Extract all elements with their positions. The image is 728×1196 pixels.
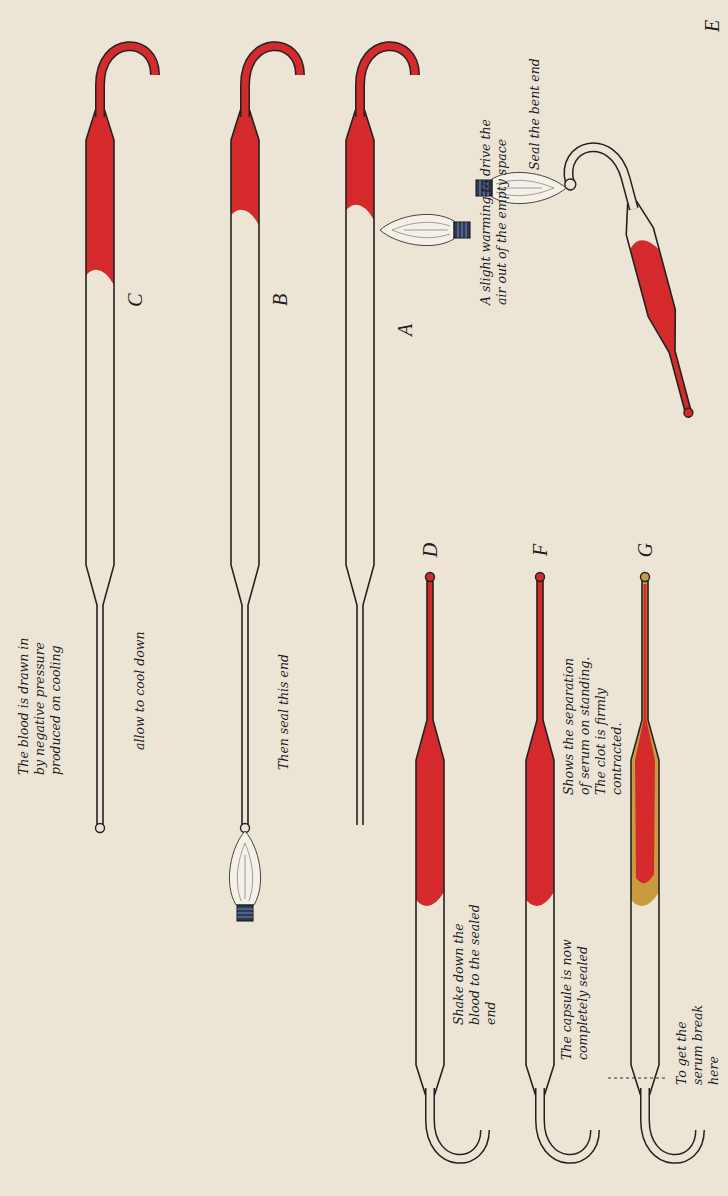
step-note: A slight warming to drive the air out of… [478, 105, 510, 305]
step-note: Shows the separation of serum on standin… [561, 645, 625, 795]
blood-capsule [86, 46, 155, 832]
break-note: To get the serum break here [674, 995, 722, 1085]
figure-letter: A [394, 324, 416, 336]
blood-capsule [416, 573, 485, 1159]
step-note: The capsule is now completely sealed [559, 920, 591, 1060]
step-note: Then seal this end [276, 630, 292, 770]
blood-capsule [631, 573, 700, 1159]
break-line [608, 1078, 668, 1079]
blood-capsule [346, 46, 415, 825]
figure-letter: E [701, 20, 723, 32]
figure-letter: F [529, 544, 551, 556]
burner-flame [380, 214, 470, 245]
burner-flame [229, 831, 260, 921]
step-note: Seal the bent end [527, 30, 543, 170]
step-note: The blood is drawn in by negative pressu… [16, 625, 64, 775]
step-note: Shake down the blood to the sealed end [451, 895, 499, 1025]
blood-capsule [557, 137, 703, 433]
figure-letter: C [124, 293, 146, 306]
step-note: allow to cool down [132, 610, 148, 750]
figure-letter: G [634, 543, 656, 557]
figure-letter: D [419, 543, 441, 557]
figure-letter: B [269, 294, 291, 306]
blood-capsule [231, 46, 300, 832]
